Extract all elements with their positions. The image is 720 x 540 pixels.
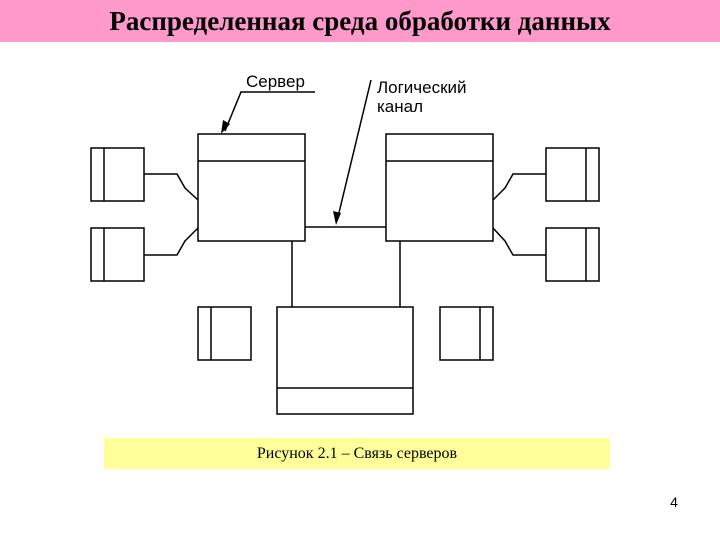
figure-caption: Рисунок 2.1 – Связь серверов [256, 444, 458, 462]
callout-server [224, 91, 315, 132]
label-channel-line1: Логический [377, 78, 467, 97]
server-top-left [197, 133, 306, 242]
slide-title: Распределенная среда обработки данных [109, 5, 611, 36]
callout-channel [336, 79, 372, 222]
server-top-right [385, 133, 494, 242]
workstation-links [144, 173, 546, 256]
logical-channel-links [291, 226, 401, 307]
workstation-bottom-right [439, 306, 494, 361]
server-bottom [276, 306, 414, 415]
title-bar: Распределенная среда обработки данных [0, 0, 720, 42]
workstation-right-1 [545, 147, 600, 202]
label-channel-line2: канал [377, 97, 423, 116]
workstation-bottom-left [197, 306, 252, 361]
workstation-left-2 [90, 227, 145, 282]
figure-caption-box: Рисунок 2.1 – Связь серверов [104, 438, 610, 469]
arrowhead-server [221, 120, 230, 134]
workstation-right-2 [545, 227, 600, 282]
arrowhead-channel [333, 211, 341, 225]
label-server: Сервер [246, 72, 305, 91]
page-number: 4 [670, 494, 678, 510]
workstation-left-1 [90, 147, 145, 202]
